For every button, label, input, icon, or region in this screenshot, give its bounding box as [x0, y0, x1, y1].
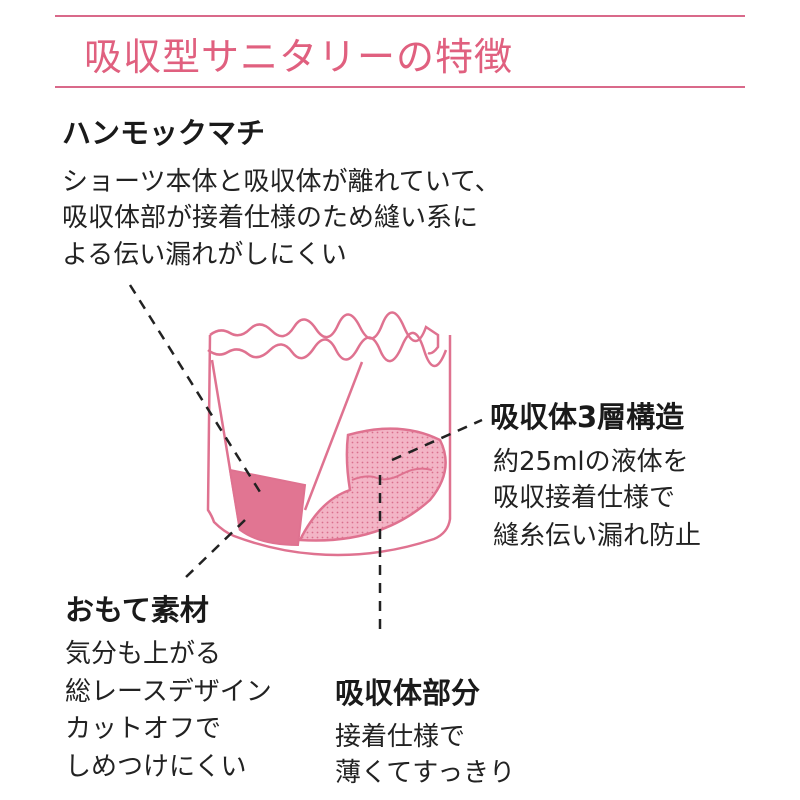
hammock-leader — [128, 284, 262, 493]
top-rule — [55, 15, 745, 17]
layers-heading: 吸収体3層構造 — [490, 400, 685, 434]
bottom-rule — [55, 86, 745, 88]
surface-heading: おもて素材 — [65, 593, 209, 627]
leader-lines — [128, 284, 483, 635]
absorber-pad — [298, 427, 447, 542]
surface-leader — [184, 519, 246, 579]
surface-material — [228, 468, 307, 547]
page-title: 吸収型サニタリーの特徴 — [84, 35, 514, 79]
pad-layer-line — [351, 467, 433, 481]
absorber-heading: 吸収体部分 — [335, 676, 481, 710]
hammock-heading: ハンモックマチ — [62, 116, 266, 150]
